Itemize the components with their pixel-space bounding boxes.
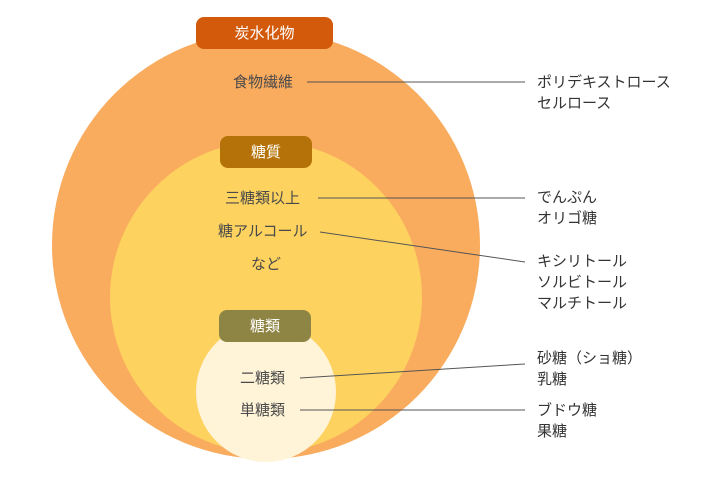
- carbohydrate-badge: 炭水化物: [196, 17, 333, 49]
- saccharide-badge: 糖質: [220, 136, 312, 168]
- etc-label: など: [251, 255, 282, 273]
- disaccharide-examples: 砂糖（ショ糖） 乳糖: [537, 349, 643, 388]
- monosaccharide-label: 単糖類: [240, 401, 286, 419]
- fiber-examples: ポリデキストロース セルロース: [537, 73, 671, 112]
- sugar-alcohol-examples: キシリトール ソルビトール マルチトール: [537, 252, 628, 312]
- monosaccharide-examples: ブドウ糖 果糖: [537, 401, 598, 440]
- connector-disaccharide: [299, 363, 526, 379]
- disaccharide-label: 二糖類: [240, 369, 286, 387]
- sugar-alcohol-label: 糖アルコール: [218, 222, 308, 240]
- sugar-badge: 糖類: [219, 310, 311, 342]
- fiber-label: 食物繊維: [233, 73, 294, 91]
- connector-sugar-alcohol: [319, 231, 526, 263]
- trisaccharide-examples: でんぷん オリゴ糖: [537, 188, 598, 227]
- trisaccharide-label: 三糖類以上: [225, 189, 301, 207]
- sugar-circle: [196, 322, 336, 462]
